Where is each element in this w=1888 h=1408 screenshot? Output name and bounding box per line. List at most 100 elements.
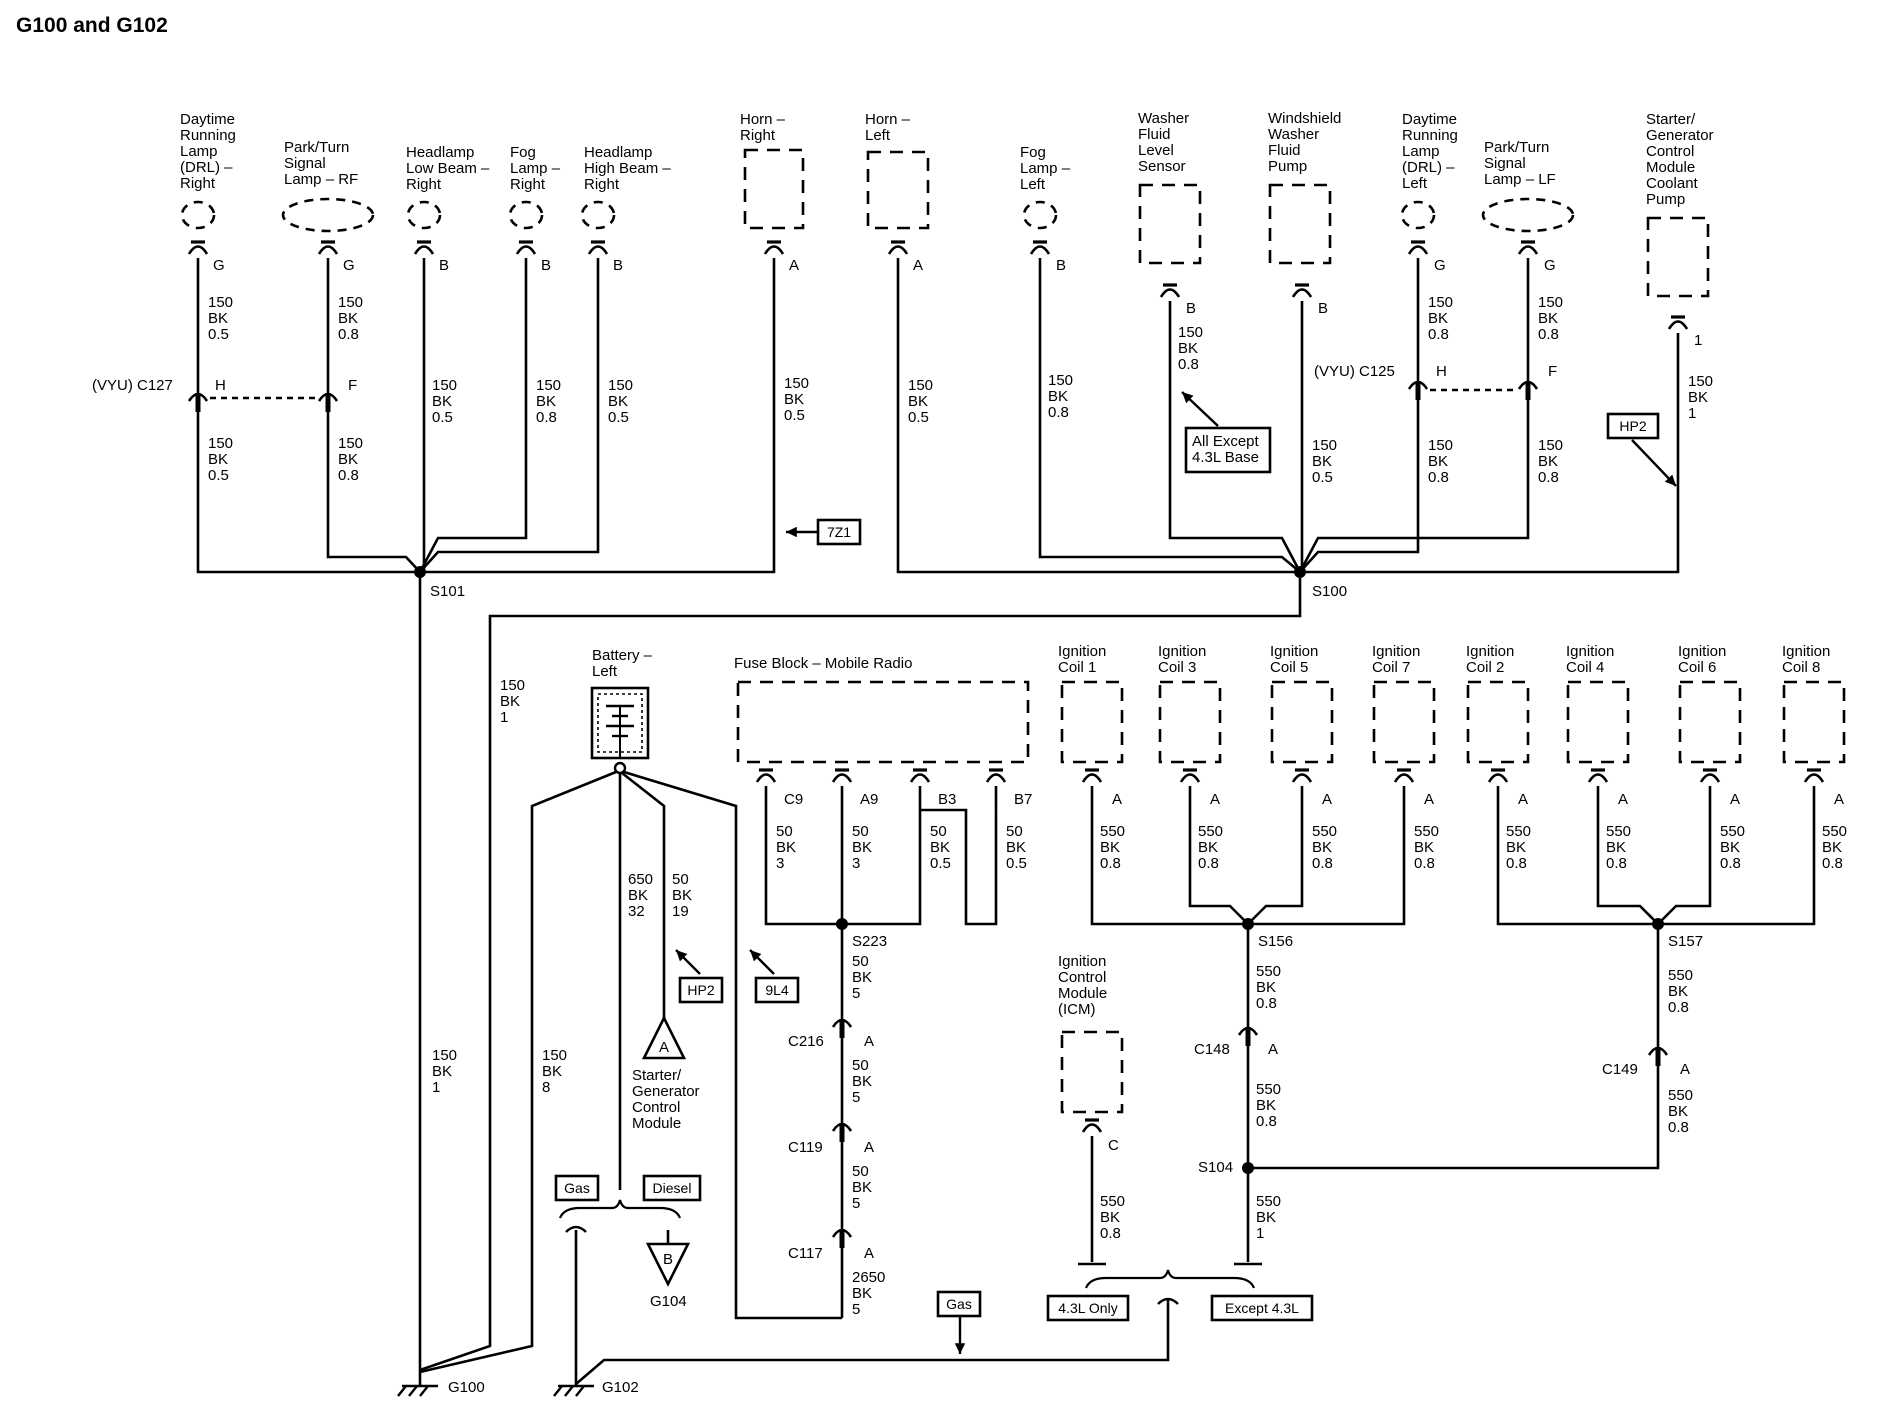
park-turn-rf-label-line: Signal xyxy=(284,155,326,172)
wire-label-line: BK xyxy=(1606,839,1626,856)
wire-label-line: BK xyxy=(1428,310,1448,327)
icm-label-line: Control xyxy=(1058,969,1106,986)
tag-all-except-line: 4.3L Base xyxy=(1192,449,1259,466)
wire-label-line: 550 xyxy=(1606,823,1631,840)
washer-pump-label-line: Fluid xyxy=(1268,142,1301,159)
horn-right-outline xyxy=(743,148,805,230)
ground-g100-hatch xyxy=(408,1385,418,1397)
ground-g102-hatch xyxy=(553,1385,563,1397)
pin-label: C xyxy=(1108,1137,1119,1154)
park-turn-lf-label-line: Lamp – LF xyxy=(1484,171,1556,188)
ignition-coil-outline xyxy=(1566,680,1630,764)
wire-label-line: 150 xyxy=(1312,437,1337,454)
headlamp-low-right-label-line: Low Beam – xyxy=(406,160,490,177)
tag-gas-bottom: Gas xyxy=(946,1296,972,1312)
arrow-hp2-top-head xyxy=(1664,474,1676,486)
sgcm-coolant-outline xyxy=(1646,216,1710,298)
pin-label: F xyxy=(1548,363,1557,380)
wire-label-line: 0.5 xyxy=(784,407,805,424)
wire-label-line: 0.5 xyxy=(1006,855,1027,872)
pin-label: B xyxy=(541,257,551,274)
wire-label-line: BK xyxy=(1538,310,1558,327)
ground-g100-hatch xyxy=(397,1385,407,1397)
ground-g104-label: G104 xyxy=(650,1293,687,1310)
wire-label-line: 0.5 xyxy=(208,467,229,484)
only-except-cup-icon xyxy=(1157,1297,1179,1305)
splice-s223-label: S223 xyxy=(852,933,887,950)
connector-c125-label: (VYU) C125 xyxy=(1314,363,1395,380)
washer-pump-label-line: Pump xyxy=(1268,158,1307,175)
ignition-coil-outline xyxy=(1158,680,1222,764)
connector-c117-label: C117 xyxy=(788,1245,823,1262)
pin-label: G xyxy=(1434,257,1446,274)
drl-right-label-line: Lamp xyxy=(180,143,218,160)
wire-coil-5 xyxy=(1247,786,1304,925)
wire-label-line: 50 xyxy=(776,823,793,840)
sgcm-coolant-label-line: Starter/ xyxy=(1646,111,1696,128)
wire-label-line: 5 xyxy=(852,1301,860,1318)
tag-hp2-bottom: HP2 xyxy=(687,982,714,998)
horn-left-label-line: Horn – xyxy=(865,111,911,128)
tag-hp2-bottom-box xyxy=(678,976,724,1004)
wire-fuse-b7 xyxy=(920,786,998,926)
connector-c127-label: (VYU) C127 xyxy=(92,377,173,394)
wire-label-line: 0.8 xyxy=(1428,326,1449,343)
arrow-7z1-head xyxy=(786,526,797,538)
wire-label-line: BK xyxy=(1414,839,1434,856)
wire-label-line: 0.5 xyxy=(432,409,453,426)
wire-label-line: 1 xyxy=(1256,1225,1264,1242)
pin-label: G xyxy=(343,257,355,274)
wire-label-line: BK xyxy=(1538,453,1558,470)
pin-label: A xyxy=(1210,791,1220,808)
wire-label-line: BK xyxy=(1312,453,1332,470)
wire-label-line: BK xyxy=(908,393,928,410)
wire-label-line: 150 xyxy=(432,1047,457,1064)
wire-label-line: 0.8 xyxy=(1414,855,1435,872)
wire-label-line: BK xyxy=(672,887,692,904)
drl-right-label-line: Daytime xyxy=(180,111,235,128)
fog-right-label-line: Lamp – xyxy=(510,160,561,177)
drl-left-outline xyxy=(1400,200,1436,230)
park-turn-lf-label-line: Signal xyxy=(1484,155,1526,172)
wire-label-line: BK xyxy=(784,391,804,408)
wire-label-line: BK xyxy=(852,1179,872,1196)
pin-label: A xyxy=(789,257,799,274)
battery-left-label-line: Left xyxy=(592,663,618,680)
drl-right-label-line: Right xyxy=(180,175,216,192)
pin-label: A xyxy=(1834,791,1844,808)
terminal-top-right-5-cup xyxy=(1667,320,1689,330)
ignition-coil-5-label-line: Ignition xyxy=(1466,643,1514,660)
ground-g102-hatch xyxy=(575,1385,585,1397)
splice-s101 xyxy=(414,566,426,578)
ground-g102-label: G102 xyxy=(602,1379,639,1396)
wire-label-line: 5 xyxy=(852,1089,860,1106)
wire-label-line: BK xyxy=(852,839,872,856)
connector-c216-label: C216 xyxy=(788,1033,824,1050)
splice-s100 xyxy=(1294,566,1306,578)
terminal-top-left-2-cup xyxy=(413,245,435,255)
tag-diesel-box xyxy=(642,1174,702,1202)
terminal-coil-1-cup xyxy=(1179,773,1201,783)
wire-label-line: BK xyxy=(1198,839,1218,856)
wire-drl-right-horn-right xyxy=(196,258,776,574)
pin-label: A xyxy=(1322,791,1332,808)
fog-right-outline xyxy=(508,200,544,230)
terminal-top-left-4-cup xyxy=(587,245,609,255)
wire-label-line: BK xyxy=(1822,839,1842,856)
wire-label-line: BK xyxy=(1668,1103,1688,1120)
horn-left-outline xyxy=(866,150,930,230)
ignition-coil-1-label-line: Coil 1 xyxy=(1058,659,1096,676)
wire-label-line: 0.8 xyxy=(1256,1113,1277,1130)
headlamp-high-right-label-line: Headlamp xyxy=(584,144,652,161)
wire-label-line: 0.8 xyxy=(1720,855,1741,872)
terminal-top-right-0-cup xyxy=(1029,245,1051,255)
pin-label: G xyxy=(213,257,225,274)
terminal-coil-5-cup xyxy=(1587,773,1609,783)
terminal-fuse-3-cup xyxy=(985,773,1007,783)
ignition-coil-4-label-line: Ignition xyxy=(1372,643,1420,660)
tag-hp2-top-box xyxy=(1606,412,1660,440)
pin-label: B xyxy=(1318,300,1328,317)
ignition-coil-6-label-line: Ignition xyxy=(1566,643,1614,660)
wire-coils-1-7 xyxy=(1090,786,1406,926)
